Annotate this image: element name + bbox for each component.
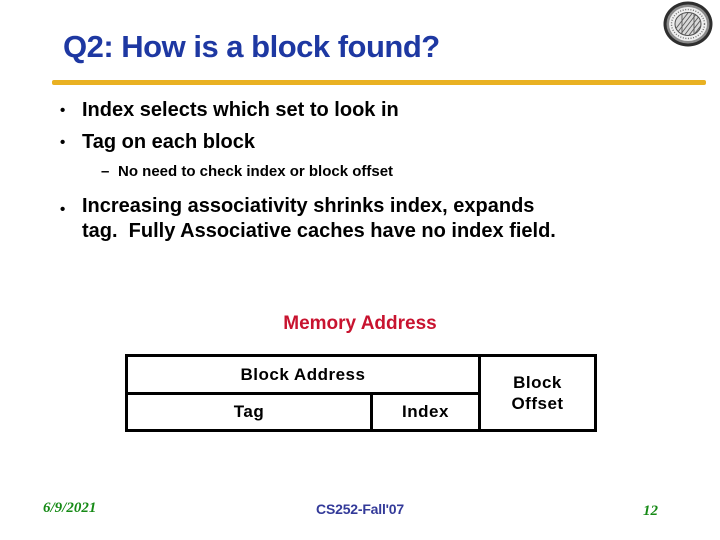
university-seal-icon: [663, 1, 713, 47]
bullet-dot-icon: •: [60, 134, 66, 151]
bullet-text: Tag on each block: [82, 131, 255, 153]
bullet-dot-icon: •: [60, 102, 66, 119]
tag-cell: Tag: [128, 395, 373, 429]
memory-address-diagram: Block Address Tag Index Block Offset: [125, 354, 597, 432]
sub-bullet-text: No need to check index or block offset: [118, 163, 394, 180]
bullet-text: Increasing associativity shrinks index, …: [82, 195, 556, 242]
footer-page-number: 12: [643, 503, 658, 519]
footer-course-label: CS252-Fall'07: [316, 501, 404, 517]
block-offset-cell: Block Offset: [511, 373, 564, 413]
index-cell: Index: [373, 395, 481, 429]
bullet-dot-icon: •: [60, 201, 66, 218]
bullet-associativity: • Increasing associativity shrinks index…: [60, 194, 556, 244]
dash-bullet-icon: –: [101, 163, 110, 180]
slide-title: Q2: How is a block found?: [63, 29, 440, 64]
bullet-text: Index selects which set to look in: [82, 99, 399, 121]
sub-bullet-no-need-check: – No need to check index or block offset: [101, 163, 393, 180]
block-address-cell: Block Address: [128, 357, 481, 395]
bullet-tag-on-block: • Tag on each block: [60, 131, 255, 154]
title-divider-rule: [52, 80, 706, 85]
footer-date: 6/9/2021: [43, 500, 97, 516]
memory-address-caption: Memory Address: [283, 313, 437, 334]
bullet-index-selects: • Index selects which set to look in: [60, 99, 399, 122]
